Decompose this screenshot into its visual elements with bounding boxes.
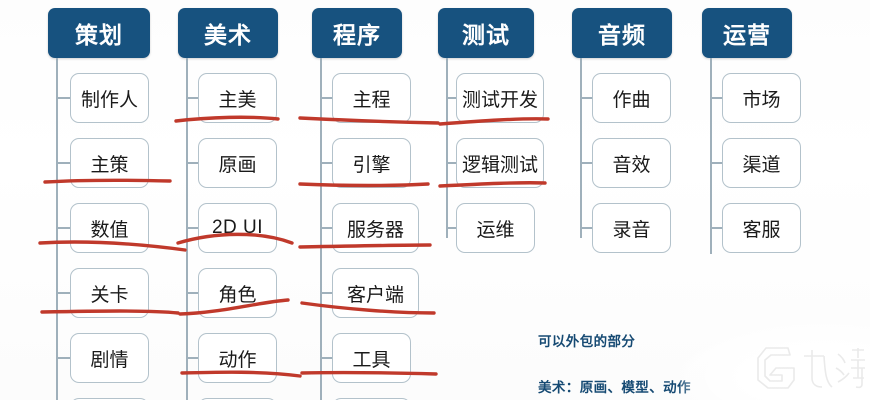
notes-heading: 可以外包的部分: [538, 334, 636, 350]
node-celhua-2[interactable]: 数值: [70, 203, 149, 253]
node-chengxu-1[interactable]: 引擎: [332, 138, 411, 188]
column-header-chengxu[interactable]: 程序: [312, 8, 402, 58]
connector-tick: [188, 357, 200, 359]
connector-spine-ceshi: [446, 58, 448, 238]
node-ceshi-2[interactable]: 运维: [456, 203, 535, 253]
node-meishu-2[interactable]: 2D UI: [198, 203, 277, 253]
connector-tick: [58, 97, 70, 99]
connector-tick: [712, 97, 724, 99]
node-celhua-1[interactable]: 主策: [70, 138, 149, 188]
node-celhua-3[interactable]: 关卡: [70, 268, 149, 318]
node-chengxu-0[interactable]: 主程: [332, 73, 411, 123]
node-meishu-0[interactable]: 主美: [198, 73, 277, 123]
watermark-fade: [680, 322, 870, 400]
connector-tick: [448, 97, 460, 99]
node-celhua-0[interactable]: 制作人: [70, 73, 149, 123]
connector-tick: [188, 292, 200, 294]
connector-tick: [58, 227, 70, 229]
connector-tick: [712, 227, 724, 229]
connector-tick: [58, 162, 70, 164]
column-header-yinpin[interactable]: 音频: [572, 8, 672, 58]
connector-tick: [188, 162, 200, 164]
node-ceshi-0[interactable]: 测试开发: [456, 73, 544, 123]
node-meishu-1[interactable]: 原画: [198, 138, 277, 188]
column-header-ceshi[interactable]: 测试: [438, 8, 534, 58]
column-header-meishu[interactable]: 美术: [178, 8, 278, 58]
connector-tick: [322, 162, 334, 164]
connector-tick: [188, 227, 200, 229]
watermark-jiuyou: [754, 338, 866, 398]
connector-tick: [58, 357, 70, 359]
connector-spine-celhua: [56, 58, 58, 400]
connector-tick: [582, 162, 594, 164]
connector-tick: [712, 162, 724, 164]
connector-tick: [188, 97, 200, 99]
watermark-g-icon: [757, 347, 795, 389]
column-header-celhua[interactable]: 策划: [48, 8, 150, 58]
notes-line-1: 美术：原画、模型、动作: [538, 380, 691, 396]
node-chengxu-3[interactable]: 客户端: [332, 268, 419, 318]
node-yunying-0[interactable]: 市场: [722, 73, 801, 123]
connector-spine-meishu: [186, 58, 188, 400]
connector-tick: [448, 162, 460, 164]
connector-tick: [448, 227, 460, 229]
node-yunying-1[interactable]: 渠道: [722, 138, 801, 188]
node-meishu-4[interactable]: 动作: [198, 333, 277, 383]
connector-tick: [58, 292, 70, 294]
node-yunying-2[interactable]: 客服: [722, 203, 801, 253]
connector-spine-yunying: [710, 58, 712, 254]
connector-tick: [322, 357, 334, 359]
connector-spine-chengxu: [320, 58, 322, 400]
notes-block: 可以外包的部分 美术：原画、模型、动作: [538, 330, 691, 396]
connector-tick: [322, 97, 334, 99]
node-chengxu-2[interactable]: 服务器: [332, 203, 419, 253]
node-chengxu-4[interactable]: 工具: [332, 333, 411, 383]
node-ceshi-1[interactable]: 逻辑测试: [456, 138, 544, 188]
connector-tick: [322, 292, 334, 294]
connector-tick: [582, 97, 594, 99]
node-yinpin-0[interactable]: 作曲: [592, 73, 671, 123]
node-yinpin-1[interactable]: 音效: [592, 138, 671, 188]
connector-tick: [582, 227, 594, 229]
node-yinpin-2[interactable]: 录音: [592, 203, 671, 253]
column-header-yunying[interactable]: 运营: [702, 8, 792, 58]
connector-tick: [322, 227, 334, 229]
node-meishu-3[interactable]: 角色: [198, 268, 277, 318]
node-celhua-4[interactable]: 剧情: [70, 333, 149, 383]
connector-spine-yinpin: [580, 58, 582, 238]
